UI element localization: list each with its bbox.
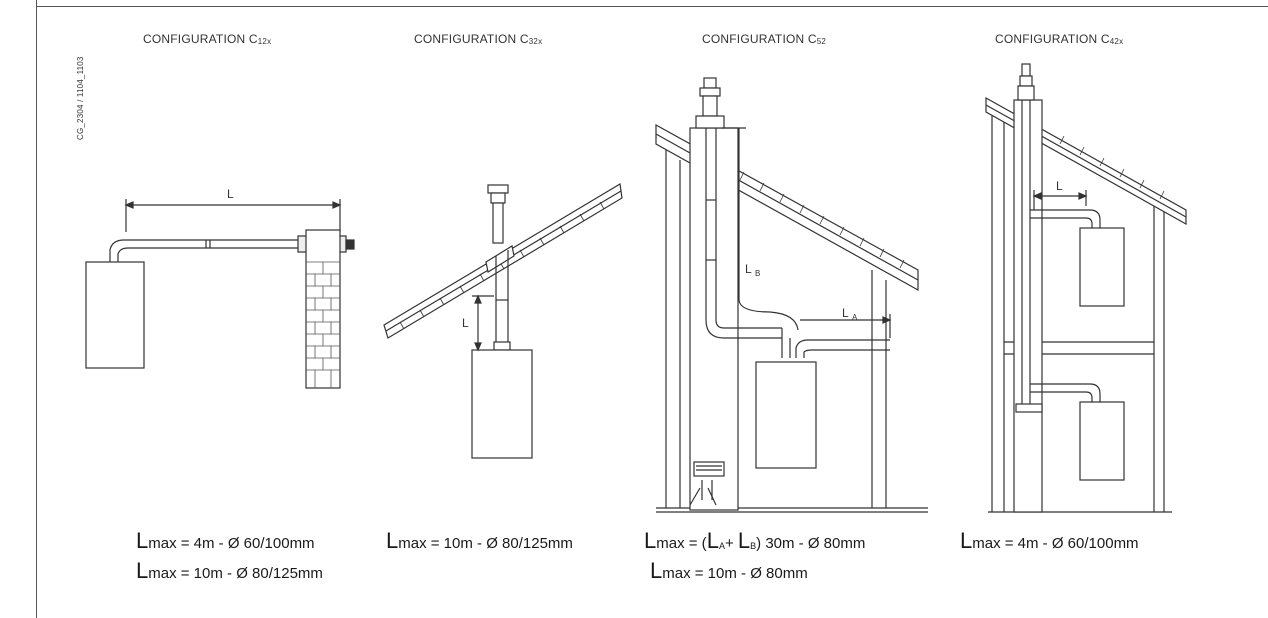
formula-c52-1: Lmax = (LA+ LB) 30m - Ø 80mm	[644, 528, 866, 553]
formula-c12x-1: Lmax = 4m - Ø 60/100mm	[136, 528, 315, 553]
dimension-label-l: L	[462, 316, 469, 330]
formula-c42x-1: Lmax = 4m - Ø 60/100mm	[960, 528, 1139, 553]
title-config-c32x: CONFIGURATION C32x	[414, 32, 543, 46]
title-config-c12x: CONFIGURATION C12x	[143, 32, 272, 46]
dimension-label-l: L	[1056, 179, 1063, 193]
svg-text:A: A	[852, 313, 858, 322]
svg-text:L: L	[745, 262, 752, 276]
svg-text:L: L	[842, 306, 849, 320]
title-config-c52: CONFIGURATION C52	[702, 32, 827, 46]
dimension-label-l: L	[227, 187, 234, 201]
formula-c32x-1: Lmax = 10m - Ø 80/125mm	[386, 528, 573, 553]
svg-text:B: B	[755, 269, 760, 278]
title-config-c42x: CONFIGURATION C42x	[995, 32, 1124, 46]
label-la: L A	[842, 306, 858, 322]
formula-c52-2: Lmax = 10m - Ø 80mm	[650, 558, 808, 583]
frame-top-border	[36, 6, 1268, 7]
frame-left-border	[36, 0, 37, 618]
formula-c12x-2: Lmax = 10m - Ø 80/125mm	[136, 558, 323, 583]
label-lb: L B	[745, 262, 760, 278]
